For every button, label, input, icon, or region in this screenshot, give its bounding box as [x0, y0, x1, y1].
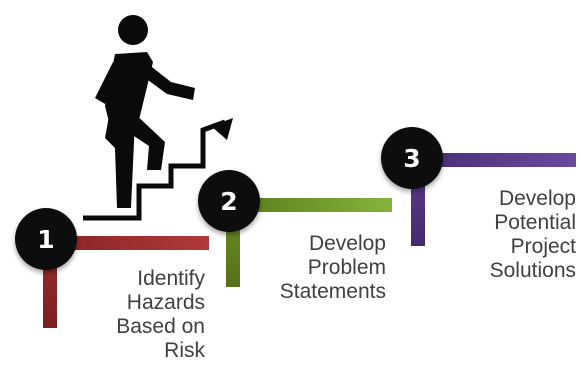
step-2-label: Develop Problem Statements [279, 232, 386, 303]
step-3-number-badge: 3 [381, 127, 443, 189]
step-2-bar [240, 198, 392, 212]
step-2-number-badge: 2 [198, 170, 260, 232]
step-3-post [411, 170, 425, 246]
step-1-label: Identify Hazards Based on Risk [116, 267, 205, 362]
person-climbing-stairs-icon [83, 15, 233, 221]
step-1-bar [58, 236, 209, 250]
step-3-bar [430, 153, 576, 167]
step-1-number-badge: 1 [15, 208, 77, 270]
step-3-label: Develop Potential Project Solutions [489, 187, 576, 282]
